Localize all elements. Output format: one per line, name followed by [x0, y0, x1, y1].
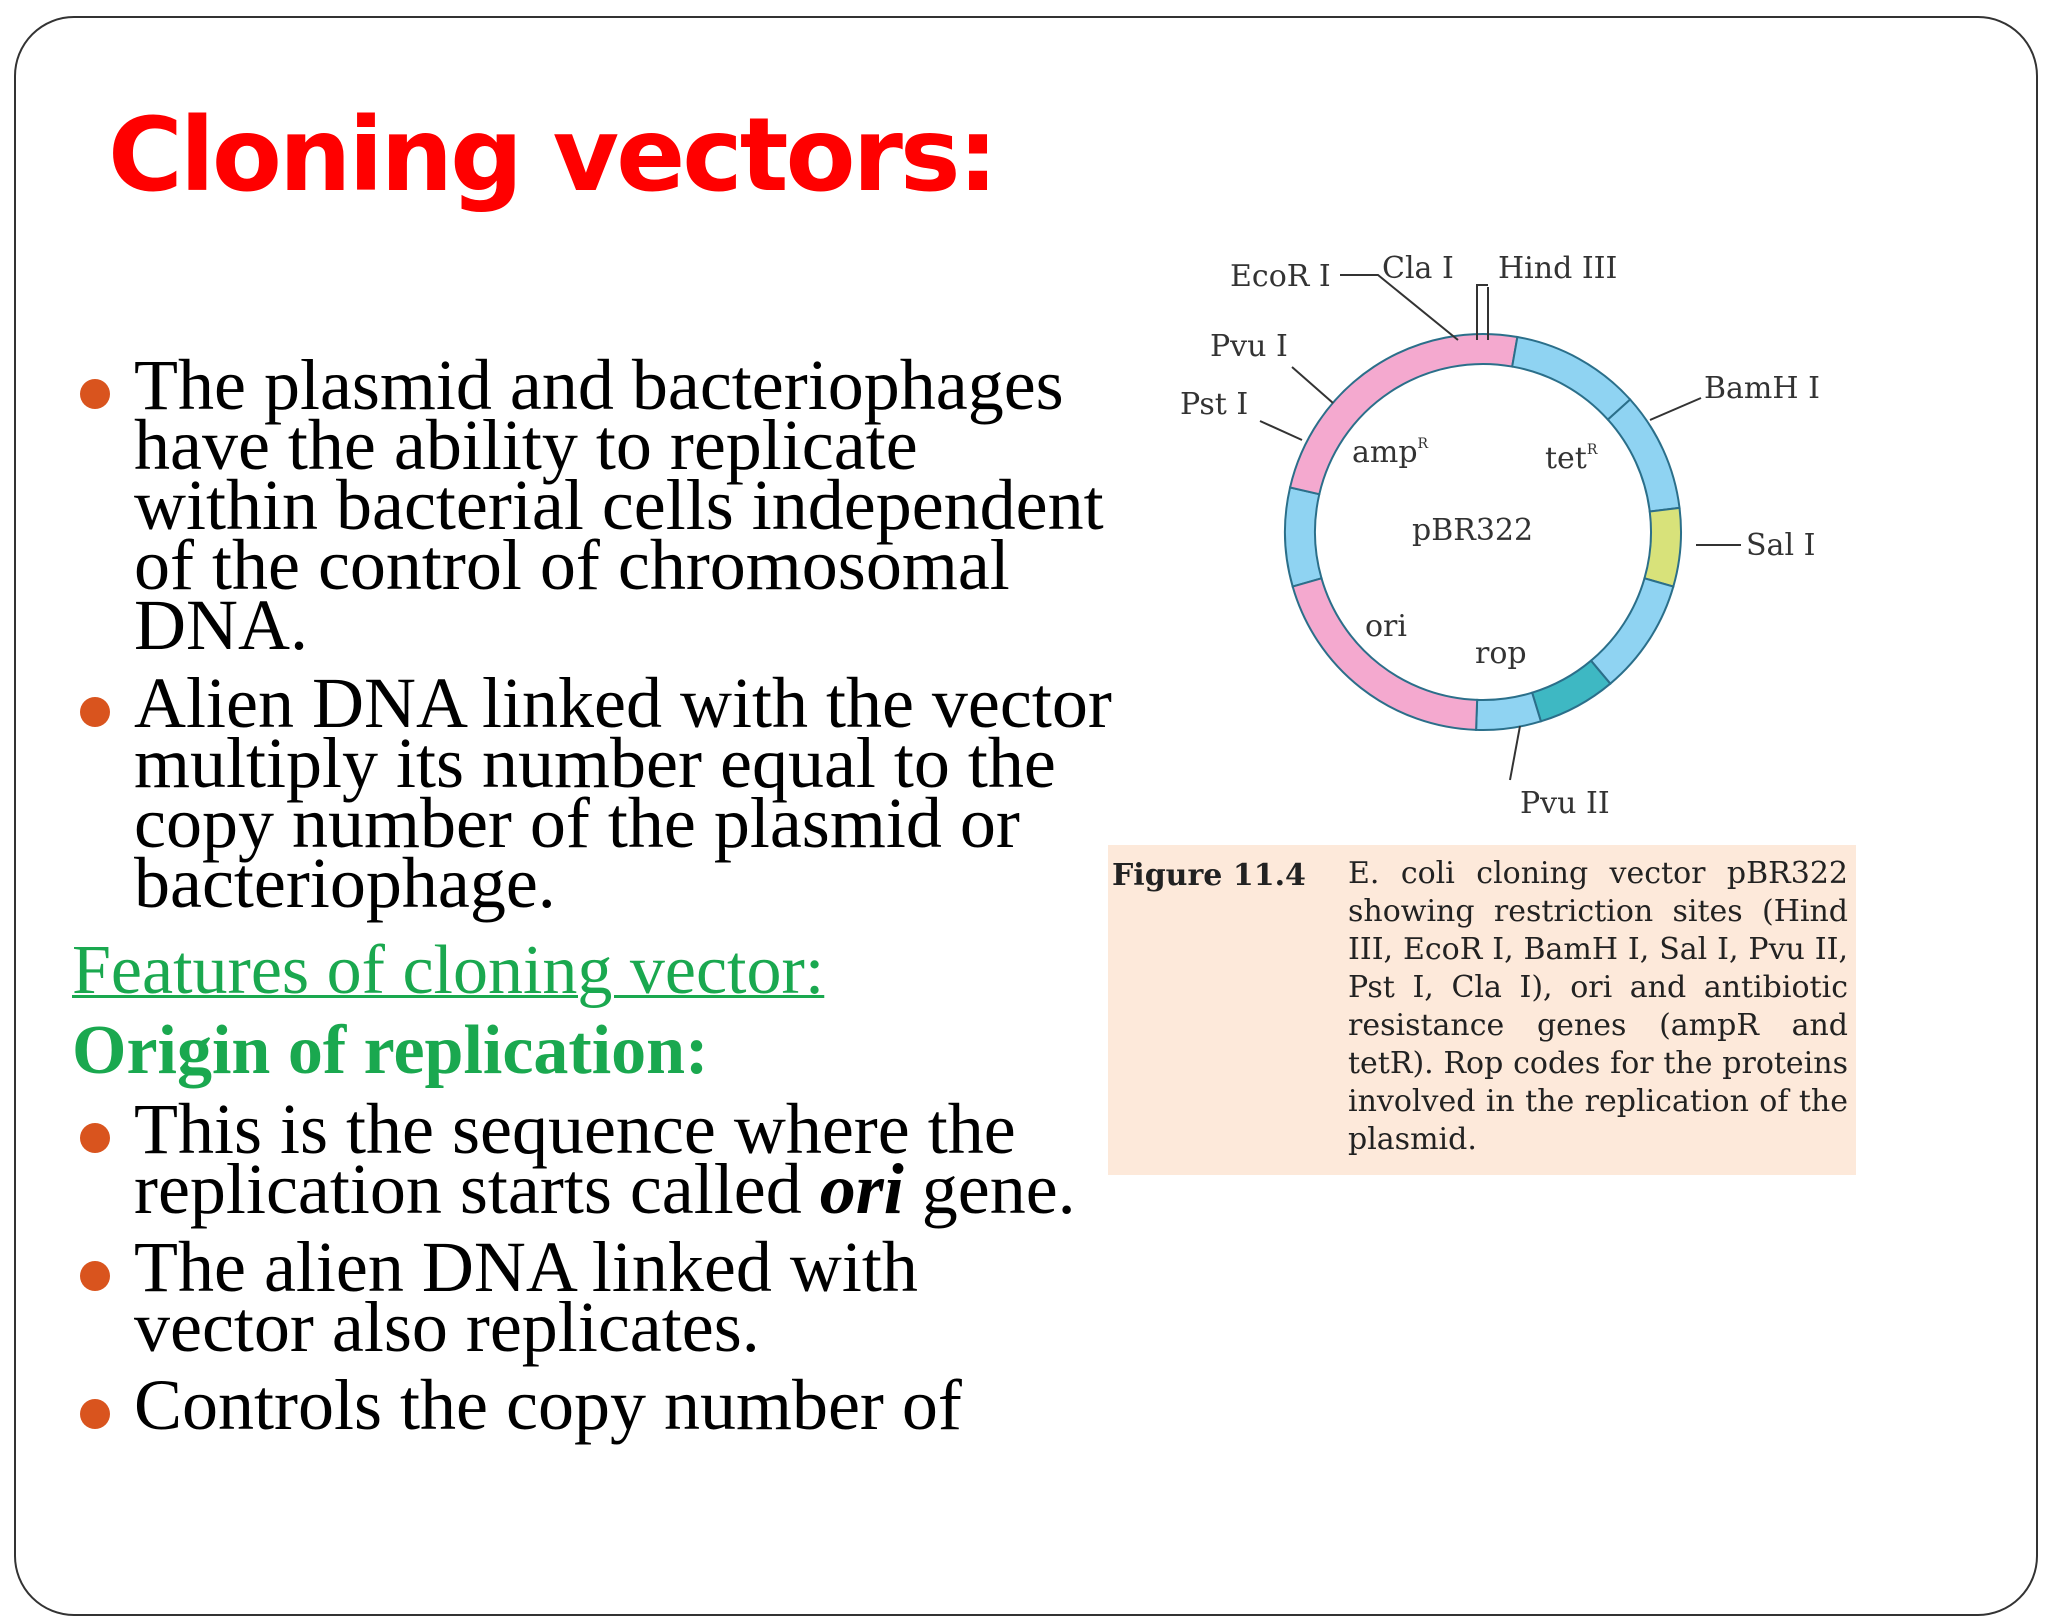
gene-label-rop: rop — [1475, 636, 1527, 671]
bullet-alien-dna-multiply: Alien DNA linked with the vector multipl… — [72, 667, 1112, 919]
bullet-dot-icon — [80, 697, 110, 727]
ring-segment — [1475, 691, 1543, 731]
gene-label-amp: ampR — [1352, 435, 1429, 470]
site-leader-lines — [1259, 274, 1741, 781]
plasmid-ring — [1284, 333, 1682, 731]
ring-segment — [1606, 398, 1681, 513]
site-label-ecori: EcoR I — [1230, 259, 1331, 294]
ring-segment — [1643, 506, 1682, 588]
bullet-text: This is the sequence where the replicati… — [134, 1089, 1016, 1229]
slide-title: Cloning vectors: — [108, 96, 998, 215]
plasmid-figure: EcoR I Cla I Hind III Pvu I Pst I BamH I… — [1100, 240, 1900, 840]
slide-content: The plasmid and bacteriophages have the … — [72, 349, 1112, 1453]
site-label-pvuii: Pvu II — [1520, 786, 1610, 821]
figure-caption-box — [1108, 845, 1856, 1175]
site-label-hindiii: Hind III — [1498, 251, 1617, 286]
site-label-bamhi: BamH I — [1704, 371, 1820, 406]
site-label-sali: Sal I — [1746, 528, 1815, 563]
pbr322-diagram: EcoR I Cla I Hind III Pvu I Pst I BamH I… — [1180, 251, 1820, 821]
bullet-ori-sequence: This is the sequence where the replicati… — [72, 1093, 1112, 1225]
ring-segment — [1589, 577, 1675, 686]
ring-segment — [1288, 333, 1519, 496]
site-label-pvui: Pvu I — [1210, 329, 1288, 364]
figure-caption-label: Figure 11.4 — [1112, 858, 1306, 893]
bullet-text: Controls the copy number of — [134, 1365, 962, 1445]
bullet-copy-number: Controls the copy number of — [72, 1369, 1112, 1441]
site-label-clai: Cla I — [1382, 251, 1454, 286]
ring-segment — [1511, 335, 1632, 421]
bullet-dot-icon — [80, 1261, 110, 1291]
ring-segment — [1291, 577, 1479, 731]
bullet-text: The alien DNA linked with vector also re… — [134, 1227, 918, 1367]
ring-segment — [1284, 486, 1323, 588]
bullet-text: The plasmid and bacteriophages have the … — [134, 345, 1104, 665]
bullet-dot-icon — [80, 379, 110, 409]
ring-segment — [1530, 659, 1612, 723]
bullet-dot-icon — [80, 1123, 110, 1153]
bullet-text: Alien DNA linked with the vector multipl… — [134, 663, 1112, 923]
plasmid-name: pBR322 — [1412, 513, 1533, 548]
figure-caption-text: E. coli cloning vector pBR322 showing re… — [1348, 856, 1848, 1157]
origin-heading: Origin of replication: — [72, 1012, 709, 1089]
ori-italic: ori — [819, 1149, 904, 1229]
gene-label-ori: ori — [1365, 609, 1407, 644]
bullet-text-end: gene. — [903, 1149, 1076, 1229]
bullet-dot-icon — [80, 1399, 110, 1429]
bullet-plasmid-ability: The plasmid and bacteriophages have the … — [72, 349, 1112, 661]
gene-label-tet: tetR — [1545, 441, 1598, 476]
bullet-alien-replicates: The alien DNA linked with vector also re… — [72, 1231, 1112, 1363]
site-label-psti: Pst I — [1180, 387, 1248, 422]
features-heading: Features of cloning vector: — [72, 932, 825, 1009]
